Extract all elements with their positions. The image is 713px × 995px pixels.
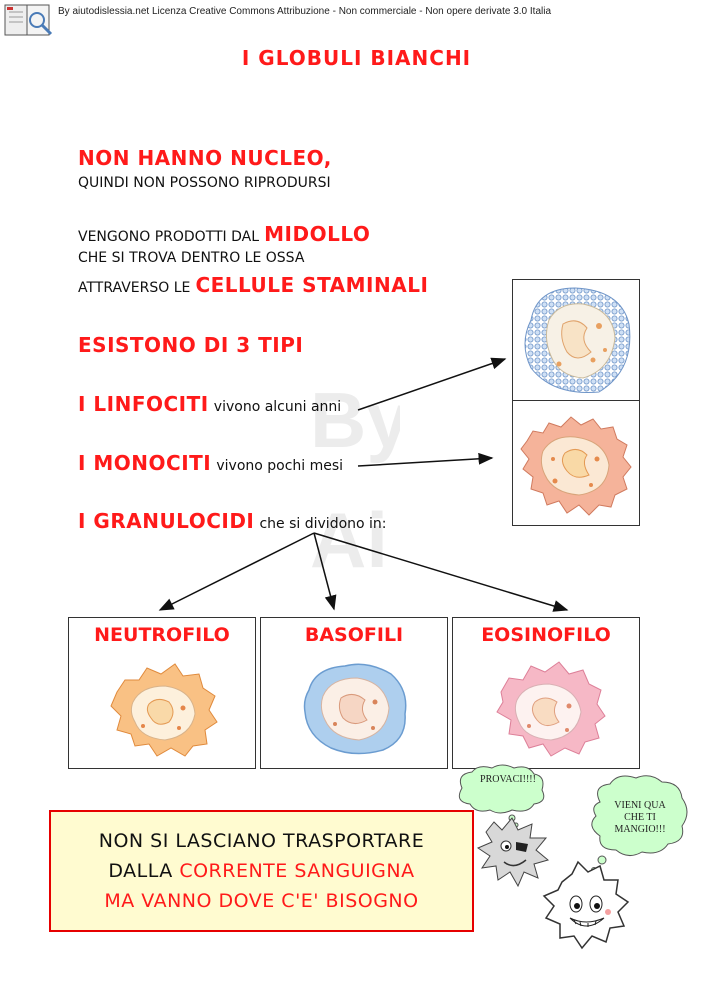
arrow-eosinophil — [313, 532, 569, 612]
arrow-lymphocyte — [357, 357, 507, 411]
granulocyte-note: che si dividono in: — [259, 516, 387, 532]
neutrophil-label: NEUTROFILO — [94, 624, 230, 646]
cartoon-illustration — [458, 764, 688, 950]
stem-cells-text: CELLULE STAMINALI — [195, 273, 429, 297]
granulocyte-row: I GRANULOCIDI che si dividono in: — [78, 509, 387, 533]
bones-text: CHE SI TROVA DENTRO LE OSSA — [78, 250, 305, 266]
bubble-right-line-1: VIENI QUA — [614, 800, 666, 811]
through-text: ATTRAVERSO LE — [78, 280, 191, 296]
lymphocyte-note: vivono alcuni anni — [213, 399, 342, 415]
summary-line-2-highlight: CORRENTE SANGUIGNA — [179, 860, 415, 882]
license-text: By aiutodislessia.net Licenza Creative C… — [58, 6, 552, 17]
produced-text: VENGONO PRODOTTI DAL — [78, 229, 260, 245]
arrow-neutrophil — [158, 532, 315, 611]
page-title: I GLOBULI BIANCHI — [241, 46, 472, 70]
no-reproduce-text: QUINDI NON POSSONO RIPRODURSI — [78, 175, 331, 191]
bubble-left-text: PROVACI!!!! — [480, 774, 536, 785]
lymphocyte-name: I LINFOCITI — [78, 392, 209, 416]
watermark: By Ai — [310, 376, 400, 584]
eosinophil-label: EOSINOFILO — [481, 624, 611, 646]
bubble-right-line-2: CHE TI — [624, 812, 656, 823]
summary-line-2: DALLA CORRENTE SANGUIGNA — [51, 856, 472, 886]
summary-line-1: NON SI LASCIANO TRASPORTARE — [98, 830, 425, 852]
monocyte-note: vivono pochi mesi — [216, 458, 344, 474]
arrow-monocyte — [357, 452, 494, 467]
basophil-label: BASOFILI — [304, 624, 404, 646]
granulocyte-name: I GRANULOCIDI — [78, 509, 255, 533]
bubble-right-line-3: MANGIO!!! — [614, 824, 666, 835]
summary-line-2-prefix: DALLA — [108, 860, 173, 882]
lymphocyte-row: I LINFOCITI vivono alcuni anni — [78, 392, 341, 416]
white-cell-character — [542, 860, 630, 950]
bubble-right-text: VIENI QUA CHE TI MANGIO!!! — [594, 800, 686, 836]
eosinophil-box: EOSINOFILO — [452, 617, 640, 769]
monocyte-name: I MONOCITI — [78, 451, 212, 475]
basophil-box: BASOFILI — [260, 617, 448, 769]
monocyte-image — [512, 400, 640, 526]
summary-line-3: MA VANNO DOVE C'E' BISOGNO — [104, 890, 419, 912]
produced-line: VENGONO PRODOTTI DAL MIDOLLO — [78, 222, 370, 246]
types-heading: ESISTONO DI 3 TIPI — [78, 333, 304, 357]
marrow-text: MIDOLLO — [264, 222, 371, 246]
monocyte-row: I MONOCITI vivono pochi mesi — [78, 451, 343, 475]
through-line: ATTRAVERSO LE CELLULE STAMINALI — [78, 273, 428, 297]
arrow-basophil — [313, 532, 337, 611]
germ-character — [476, 817, 550, 888]
lymphocyte-image — [512, 279, 640, 401]
neutrophil-box: NEUTROFILO — [68, 617, 256, 769]
license-logo — [3, 2, 55, 42]
no-nucleus-heading: NON HANNO NUCLEO, — [78, 146, 332, 170]
summary-box: NON SI LASCIANO TRASPORTARE DALLA CORREN… — [49, 810, 474, 932]
